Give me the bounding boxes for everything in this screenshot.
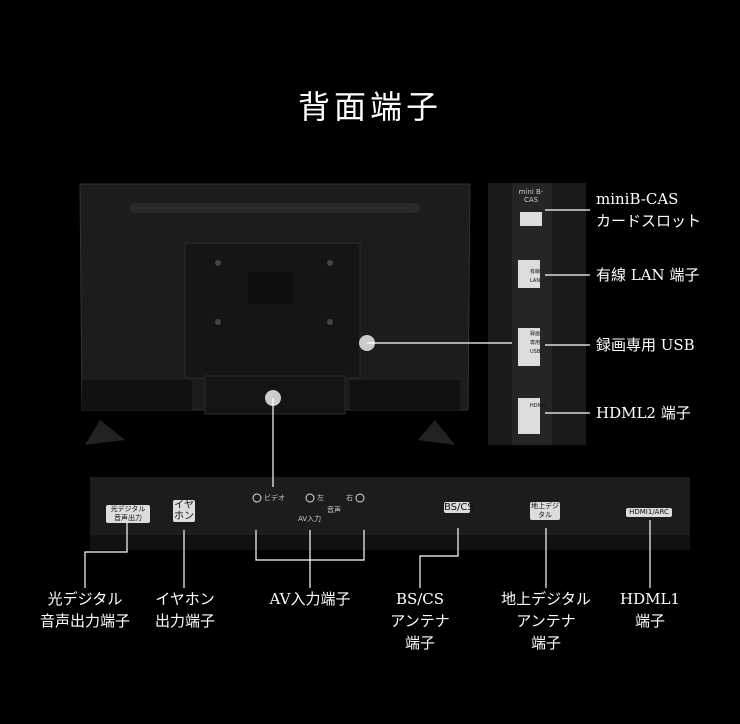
label-line: 出力端子 — [154, 612, 215, 630]
label-line: 端子 — [530, 634, 561, 652]
panel-hdmi1-label: HDMI1/ARC — [626, 508, 672, 517]
panel-terrestrial-label: 地上デジタル — [530, 502, 560, 520]
label-line: 端子 — [634, 612, 665, 630]
label-minibcas: miniB-CAS カードスロット — [596, 188, 701, 232]
label-line: イヤホン — [155, 590, 215, 608]
label-line: カードスロット — [596, 212, 702, 230]
panel-left-label: 左 — [317, 494, 324, 502]
label-line: HDML1 — [620, 590, 680, 608]
callout-lines — [84, 209, 651, 588]
label-usb: 録画専用 USB — [596, 336, 695, 354]
label-line: アンテナ — [390, 612, 450, 630]
label-hdmi1: HDML1 端子 — [605, 588, 695, 632]
panel-usb-label: 録画専用USB — [530, 330, 541, 357]
label-optical: 光デジタル 音声出力端子 — [25, 588, 145, 632]
tv-rear — [79, 183, 471, 445]
panel-video-label: ビデオ — [264, 494, 285, 502]
panel-right-label: 右 — [346, 494, 353, 502]
page-title: 背面端子 — [297, 88, 442, 126]
panel-optical-label: 光デジタル 音声出力 — [106, 505, 150, 523]
panel-audio-label: 音声 — [327, 506, 341, 514]
label-lan: 有線 LAN 端子 — [596, 266, 700, 284]
label-av-input: AV入力端子 — [269, 590, 351, 608]
label-line: 端子 — [404, 634, 435, 652]
label-bscs: BS/CS アンテナ 端子 — [375, 588, 465, 654]
label-line: miniB-CAS — [596, 190, 679, 208]
panel-lan-label: 有線LAN — [530, 268, 541, 286]
label-hdmi2: HDML2 端子 — [596, 404, 691, 422]
panel-earphone-label: イヤホン — [173, 500, 195, 522]
label-line: 地上デジタル — [501, 590, 591, 608]
panel-av-in-label: AV入力 — [298, 515, 322, 523]
label-line: BS/CS — [395, 590, 445, 608]
panel-minibcas-label: mini B-CAS — [518, 188, 544, 204]
label-earphone: イヤホン 出力端子 — [140, 588, 230, 632]
label-line: 音声出力端子 — [39, 612, 130, 630]
label-line: アンテナ — [516, 612, 576, 630]
panel-hdmi2-label: HDMI2 — [530, 402, 547, 411]
label-line: 光デジタル — [47, 590, 123, 608]
panel-bscs-label: BS/CS — [444, 502, 474, 513]
label-terrestrial: 地上デジタル アンテナ 端子 — [490, 588, 602, 654]
